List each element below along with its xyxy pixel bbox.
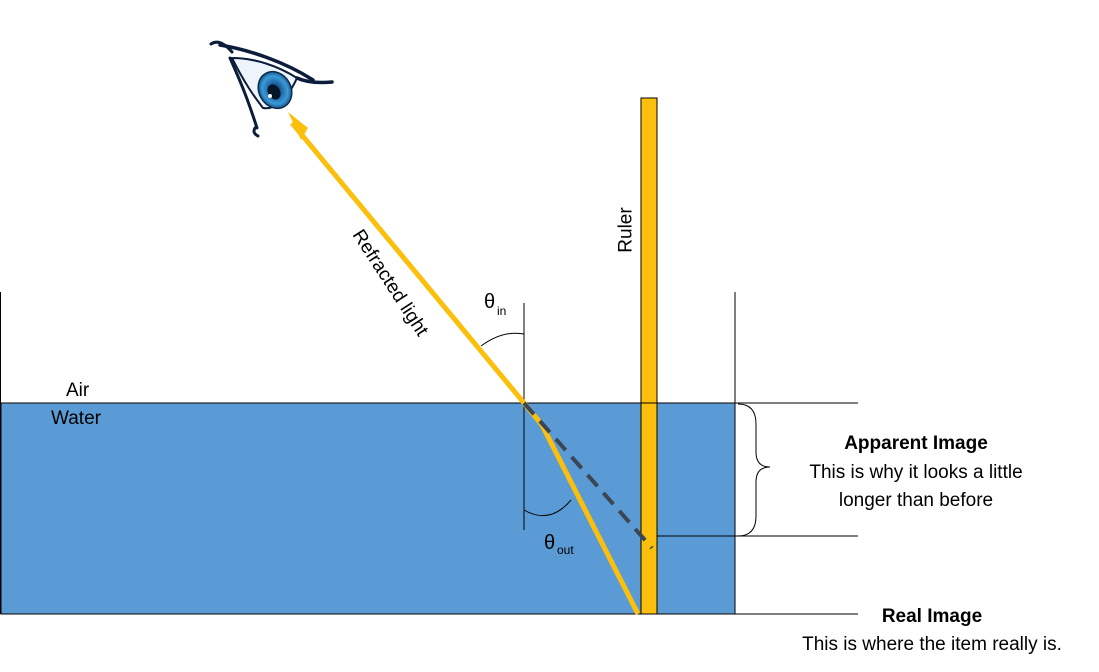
apparent-image-title: Apparent Image bbox=[844, 433, 988, 454]
real-image-desc: This is where the item really is. bbox=[802, 634, 1062, 655]
ruler-bar bbox=[640, 97, 658, 615]
ruler-label: Ruler bbox=[616, 207, 637, 253]
eye-icon bbox=[209, 40, 334, 138]
water-body bbox=[0, 402, 736, 615]
theta-out-arc bbox=[523, 499, 572, 517]
ray-arrowhead bbox=[288, 112, 308, 140]
theta-in-subscript: in bbox=[497, 304, 506, 318]
apparent-bracket bbox=[737, 403, 771, 537]
apparent-image-desc-line2: longer than before bbox=[839, 490, 993, 511]
apparent-ray-dashed bbox=[522, 401, 654, 550]
theta-out-symbol: θ bbox=[544, 532, 555, 554]
air-label: Air bbox=[66, 380, 90, 401]
theta-in-symbol: θ bbox=[484, 291, 495, 313]
water-label: Water bbox=[51, 408, 102, 429]
real-image-title: Real Image bbox=[882, 606, 982, 627]
theta-out-subscript: out bbox=[557, 543, 574, 557]
theta-in-arc bbox=[480, 332, 525, 347]
apparent-image-desc-line1: This is why it looks a little bbox=[809, 462, 1022, 483]
